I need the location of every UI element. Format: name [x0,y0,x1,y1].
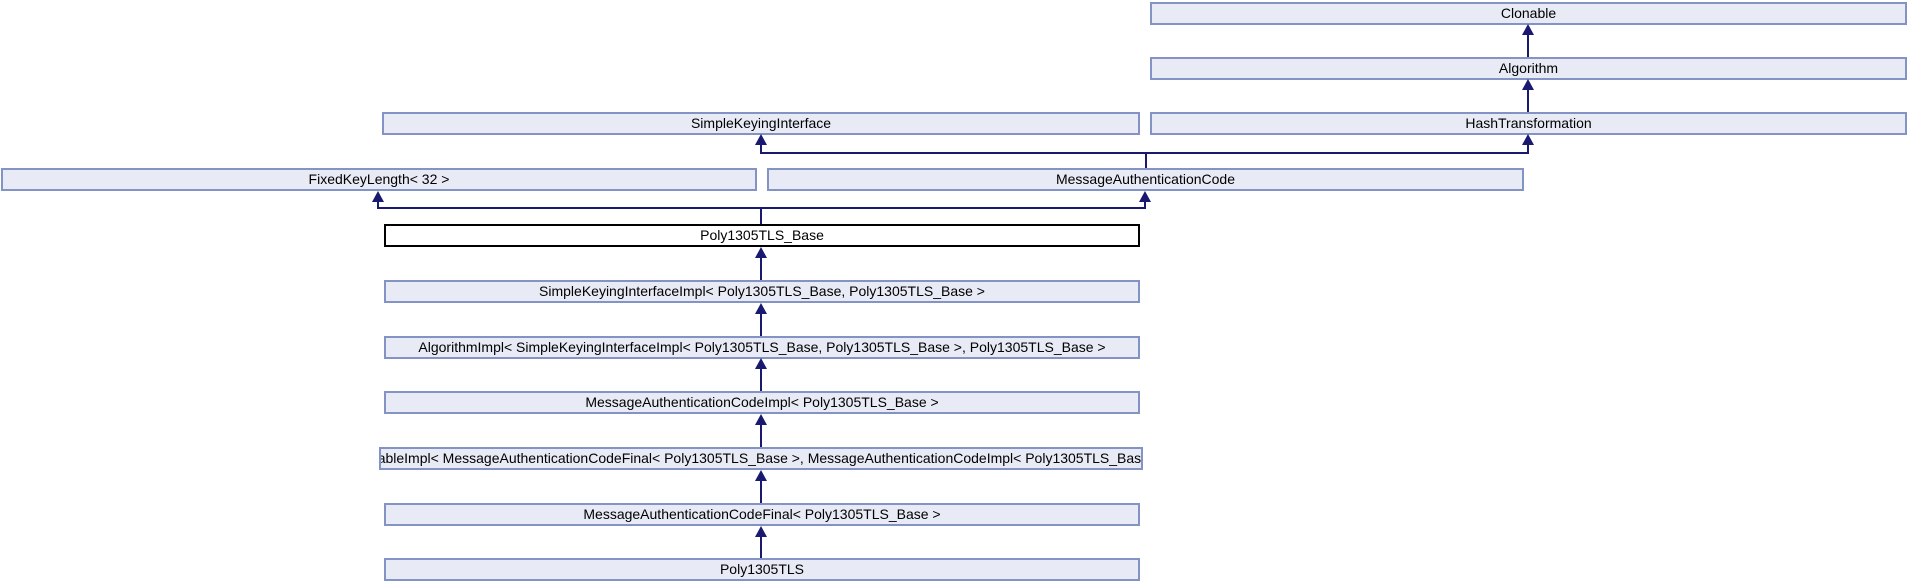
node-hashtransformation[interactable]: HashTransformation [1150,112,1907,135]
inheritance-arrowhead [755,358,767,369]
node-messageauthenticationcode[interactable]: MessageAuthenticationCode [767,168,1524,191]
inheritance-arrowhead [1522,79,1534,90]
inheritance-edge [760,144,762,154]
inheritance-edge [760,313,762,336]
node-messageauthenticationcodefinal[interactable]: MessageAuthenticationCodeFinal< Poly1305… [384,503,1140,526]
inheritance-edge [1527,34,1529,57]
inheritance-arrowhead [372,191,384,202]
inheritance-edge [760,480,762,503]
node-clonableimpl[interactable]: ClonableImpl< MessageAuthenticationCodeF… [379,447,1143,470]
inheritance-arrowhead [1139,191,1151,202]
inheritance-arrowhead [755,414,767,425]
inheritance-edge [1527,89,1529,112]
inheritance-edge [760,257,762,280]
inheritance-arrowhead [1522,134,1534,145]
node-clonable[interactable]: Clonable [1150,2,1907,25]
node-simplekeyinginterface[interactable]: SimpleKeyingInterface [382,112,1140,135]
inheritance-edge [1527,144,1529,154]
inheritance-edge [760,152,1529,154]
inheritance-arrowhead [1522,24,1534,35]
inheritance-edge [760,368,762,391]
inheritance-arrowhead [755,247,767,258]
inheritance-edge [1145,153,1147,168]
node-algorithm[interactable]: Algorithm [1150,57,1907,80]
node-fixedkeylength[interactable]: FixedKeyLength< 32 > [1,168,757,191]
inheritance-edge [1144,201,1146,209]
node-poly1305tls[interactable]: Poly1305TLS [384,558,1140,581]
inheritance-edge [377,201,379,209]
inheritance-arrowhead [755,303,767,314]
inheritance-arrowhead [755,526,767,537]
node-poly1305tls-base: Poly1305TLS_Base [384,224,1140,247]
inheritance-edge [760,536,762,558]
node-messageauthenticationcodeimpl[interactable]: MessageAuthenticationCodeImpl< Poly1305T… [384,391,1140,414]
inheritance-arrowhead [755,134,767,145]
node-simplekeyinginterfaceimpl[interactable]: SimpleKeyingInterfaceImpl< Poly1305TLS_B… [384,280,1140,303]
inheritance-edge [760,208,762,224]
inheritance-arrowhead [755,470,767,481]
node-algorithmimpl[interactable]: AlgorithmImpl< SimpleKeyingInterfaceImpl… [384,336,1140,359]
inheritance-edge [760,424,762,447]
